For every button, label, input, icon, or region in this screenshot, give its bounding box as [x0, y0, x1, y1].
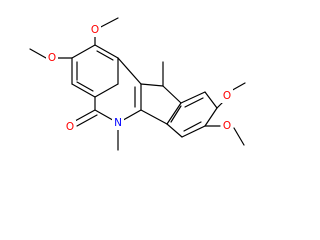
bond-double-inner	[183, 121, 202, 132]
bond	[166, 123, 183, 138]
atom-o-9: O	[221, 89, 233, 103]
atom-o-carbonyl-label: O	[66, 121, 74, 133]
bond	[162, 85, 182, 104]
bond-double-inner	[184, 97, 204, 108]
bond	[204, 91, 218, 109]
bond	[204, 107, 218, 127]
bond	[140, 109, 168, 125]
bond-double-inner	[96, 50, 114, 61]
atom-o-10: O	[221, 119, 233, 133]
bond	[71, 83, 96, 98]
bond	[117, 57, 142, 85]
bond	[94, 44, 119, 59]
atom-o-carbonyl: O	[64, 120, 76, 134]
molecule-structure: O O O N O O	[29, 17, 246, 151]
bond-carbonyl	[74, 109, 96, 122]
bond-double-inner	[76, 81, 94, 92]
bond	[140, 83, 164, 87]
atom-o-3-label: O	[48, 52, 56, 64]
bond	[180, 91, 206, 104]
atom-o-10-label: O	[223, 120, 231, 132]
bond	[166, 102, 182, 125]
bond-double-inner	[170, 105, 182, 123]
bond-o-ch3	[29, 48, 47, 59]
bond-carbonyl	[76, 114, 98, 127]
atom-n-6-label: N	[114, 117, 122, 129]
bond	[181, 125, 206, 138]
bond	[94, 83, 119, 98]
atom-o-2-label: O	[91, 24, 99, 36]
atom-n-6: N	[112, 116, 124, 130]
bond	[71, 44, 96, 59]
atom-o-9-label: O	[223, 90, 231, 102]
atom-o-2: O	[89, 23, 101, 37]
bond-o-ch3	[233, 127, 245, 146]
atom-o-3: O	[46, 51, 58, 65]
